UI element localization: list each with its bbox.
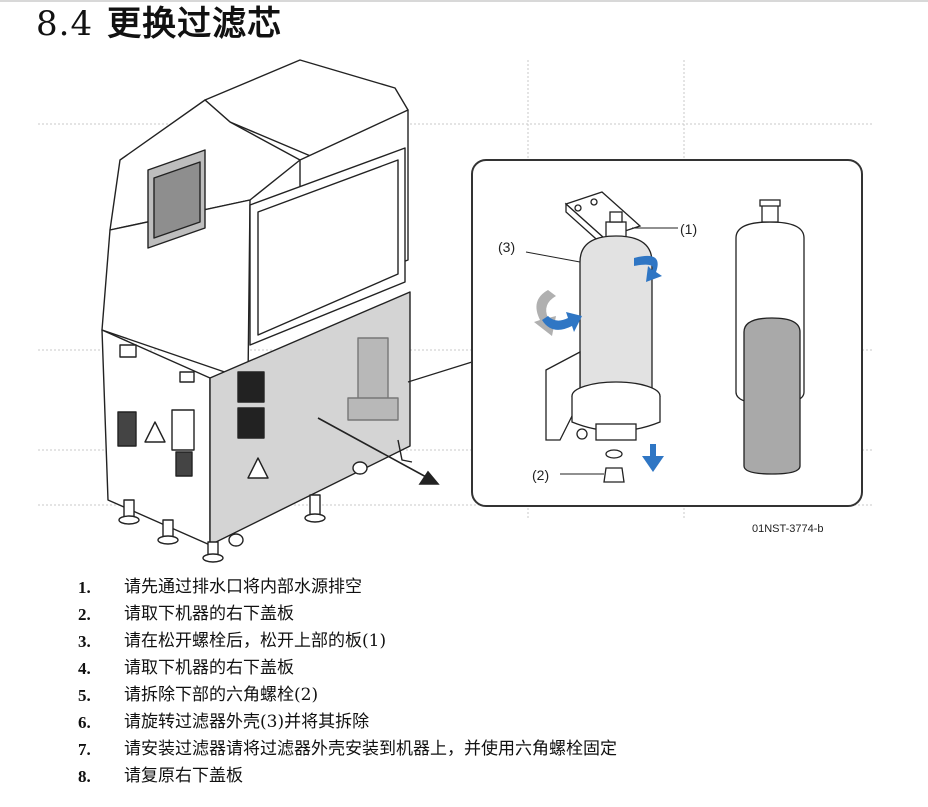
callout-bolt: (2) (532, 467, 549, 483)
step-number: 2. (78, 605, 91, 624)
step-number: 7. (78, 740, 91, 759)
list-item: 8. 请复原右下盖板 (78, 763, 617, 790)
machine-illustration (101, 59, 413, 563)
top-divider (0, 0, 928, 2)
callout-leaders (525, 227, 678, 475)
list-item: 5. 请拆除下部的六角螺栓(2) (78, 682, 617, 709)
down-arrow-icon (642, 444, 664, 472)
step-text: 请安装过滤器请将过滤器外壳安装到机器上，并使用六角螺栓固定 (124, 739, 617, 759)
list-item: 4. 请取下机器的右下盖板 (78, 655, 617, 682)
step-number: 6. (78, 713, 91, 732)
step-text: 请拆除下部的六角螺栓(2) (124, 685, 319, 705)
step-text: 请先通过排水口将内部水源排空 (124, 577, 362, 597)
figure-code: 01NST-3774-b (752, 523, 824, 535)
list-item: 6. 请旋转过滤器外壳(3)并将其拆除 (78, 709, 617, 736)
page-title: 8.4 更换过滤芯 (36, 4, 282, 44)
list-item: 7. 请安装过滤器请将过滤器外壳安装到机器上，并使用六角螺栓固定 (78, 736, 617, 763)
list-item: 1. 请先通过排水口将内部水源排空 (78, 574, 617, 601)
callout-plate: (1) (680, 221, 697, 237)
step-list: 1. 请先通过排水口将内部水源排空 2. 请取下机器的右下盖板 3. 请在松开螺栓后，… (78, 574, 617, 790)
list-item: 2. 请取下机器的右下盖板 (78, 601, 617, 628)
section-title: 更换过滤芯 (107, 4, 283, 44)
removal-arrow (317, 417, 440, 485)
step-text: 请取下机器的右下盖板 (124, 658, 294, 678)
spare-filter-cartridge (735, 199, 805, 475)
step-number: 8. (78, 767, 91, 786)
step-number: 4. (78, 659, 91, 678)
detail-leader (407, 361, 473, 383)
step-text: 请复原右下盖板 (124, 766, 243, 786)
top-bracket (564, 191, 642, 248)
step-number: 3. (78, 632, 91, 651)
rotate-arrow-icon (534, 255, 662, 336)
step-text: 请在松开螺栓后，松开上部的板(1) (124, 631, 387, 651)
filter-housing (545, 235, 661, 483)
step-number: 5. (78, 686, 91, 705)
list-item: 3. 请在松开螺栓后，松开上部的板(1) (78, 628, 617, 655)
step-text: 请旋转过滤器外壳(3)并将其拆除 (124, 712, 370, 732)
filter-replacement-figure: (1) (3) (2) 01NST-3774-b (38, 59, 872, 563)
step-number: 1. (78, 578, 91, 597)
callout-housing: (3) (498, 239, 515, 255)
step-text: 请取下机器的右下盖板 (124, 604, 294, 624)
section-number: 8.4 (36, 4, 94, 44)
